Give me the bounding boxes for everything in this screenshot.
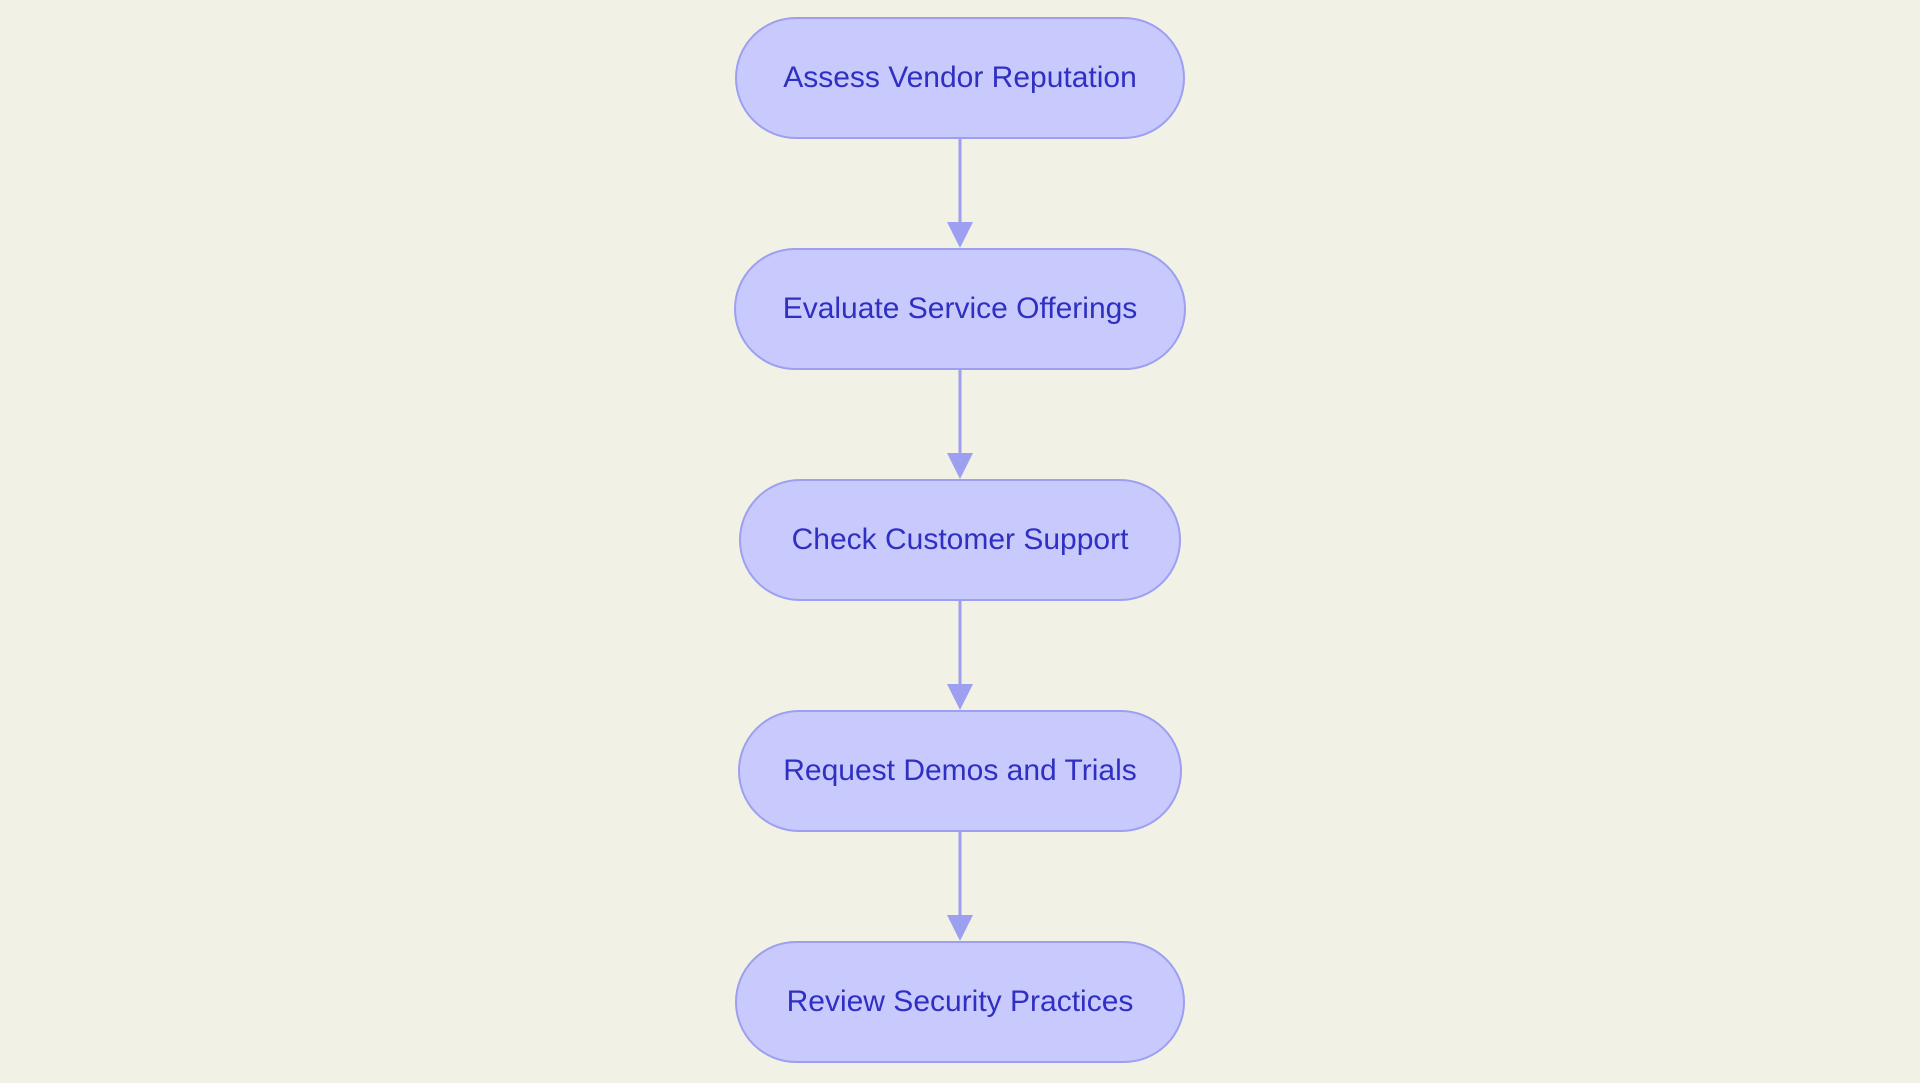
node-label: Request Demos and Trials [783,754,1137,787]
node-evaluate-service-offerings: Evaluate Service Offerings [734,248,1186,370]
arrowhead-icon [947,684,973,710]
edge-check-to-request [947,601,973,710]
edge-request-to-review [947,832,973,941]
node-label: Check Customer Support [791,523,1129,556]
node-review-security-practices: Review Security Practices [735,941,1185,1063]
node-label: Evaluate Service Offerings [782,292,1138,325]
edge-evaluate-to-check [947,370,973,479]
edge-assess-to-evaluate [947,139,973,248]
node-label: Review Security Practices [786,985,1134,1018]
arrowhead-icon [947,222,973,248]
arrowhead-icon [947,453,973,479]
node-label: Assess Vendor Reputation [783,61,1137,94]
node-check-customer-support: Check Customer Support [739,479,1181,601]
arrowhead-icon [947,915,973,941]
node-request-demos-and-trials: Request Demos and Trials [738,710,1182,832]
node-assess-vendor-reputation: Assess Vendor Reputation [735,17,1185,139]
